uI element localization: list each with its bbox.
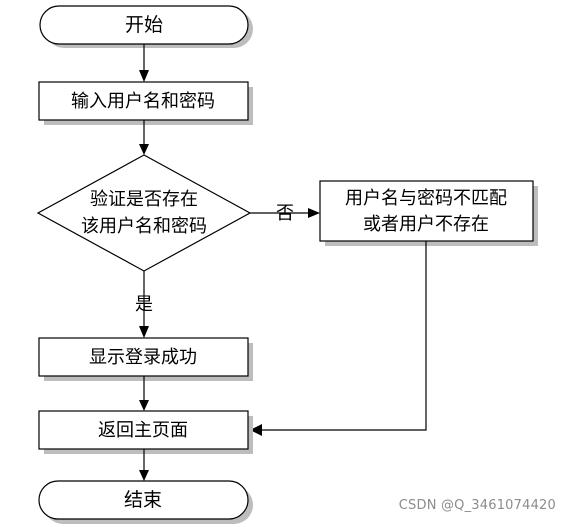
verify-node: 验证是否存在 该用户名和密码 bbox=[36, 154, 252, 272]
input-node: 输入用户名和密码 bbox=[38, 81, 253, 125]
watermark: CSDN @Q_3461074420 bbox=[398, 498, 556, 513]
success-label: 显示登录成功 bbox=[89, 347, 197, 368]
verify-label-line1: 验证是否存在 bbox=[90, 189, 198, 210]
end-label: 结束 bbox=[124, 489, 162, 511]
arrow-success-home bbox=[139, 400, 149, 411]
verify-label-line2: 该用户名和密码 bbox=[81, 216, 207, 237]
mismatch-label-line2: 或者用户不存在 bbox=[363, 214, 489, 235]
no-label: 否 bbox=[276, 203, 294, 224]
start-label: 开始 bbox=[125, 14, 163, 36]
mismatch-label-line1: 用户名与密码不匹配 bbox=[345, 188, 507, 209]
arrow-verify-success bbox=[139, 326, 149, 338]
arrow-input-verify bbox=[139, 144, 149, 155]
home-node: 返回主页面 bbox=[38, 410, 253, 454]
arrow-mismatch-home bbox=[250, 424, 262, 436]
success-node: 显示登录成功 bbox=[38, 337, 253, 381]
mismatch-node: 用户名与密码不匹配 或者用户不存在 bbox=[319, 180, 538, 246]
start-node: 开始 bbox=[39, 5, 253, 48]
yes-label: 是 bbox=[135, 294, 153, 315]
home-label: 返回主页面 bbox=[98, 420, 188, 441]
arrow-start-input bbox=[139, 70, 149, 82]
end-node: 结束 bbox=[38, 480, 253, 524]
arrow-verify-mismatch bbox=[308, 208, 320, 218]
input-label: 输入用户名和密码 bbox=[71, 91, 215, 112]
arrow-home-end bbox=[139, 470, 149, 481]
edge-mismatch-home bbox=[262, 241, 427, 431]
